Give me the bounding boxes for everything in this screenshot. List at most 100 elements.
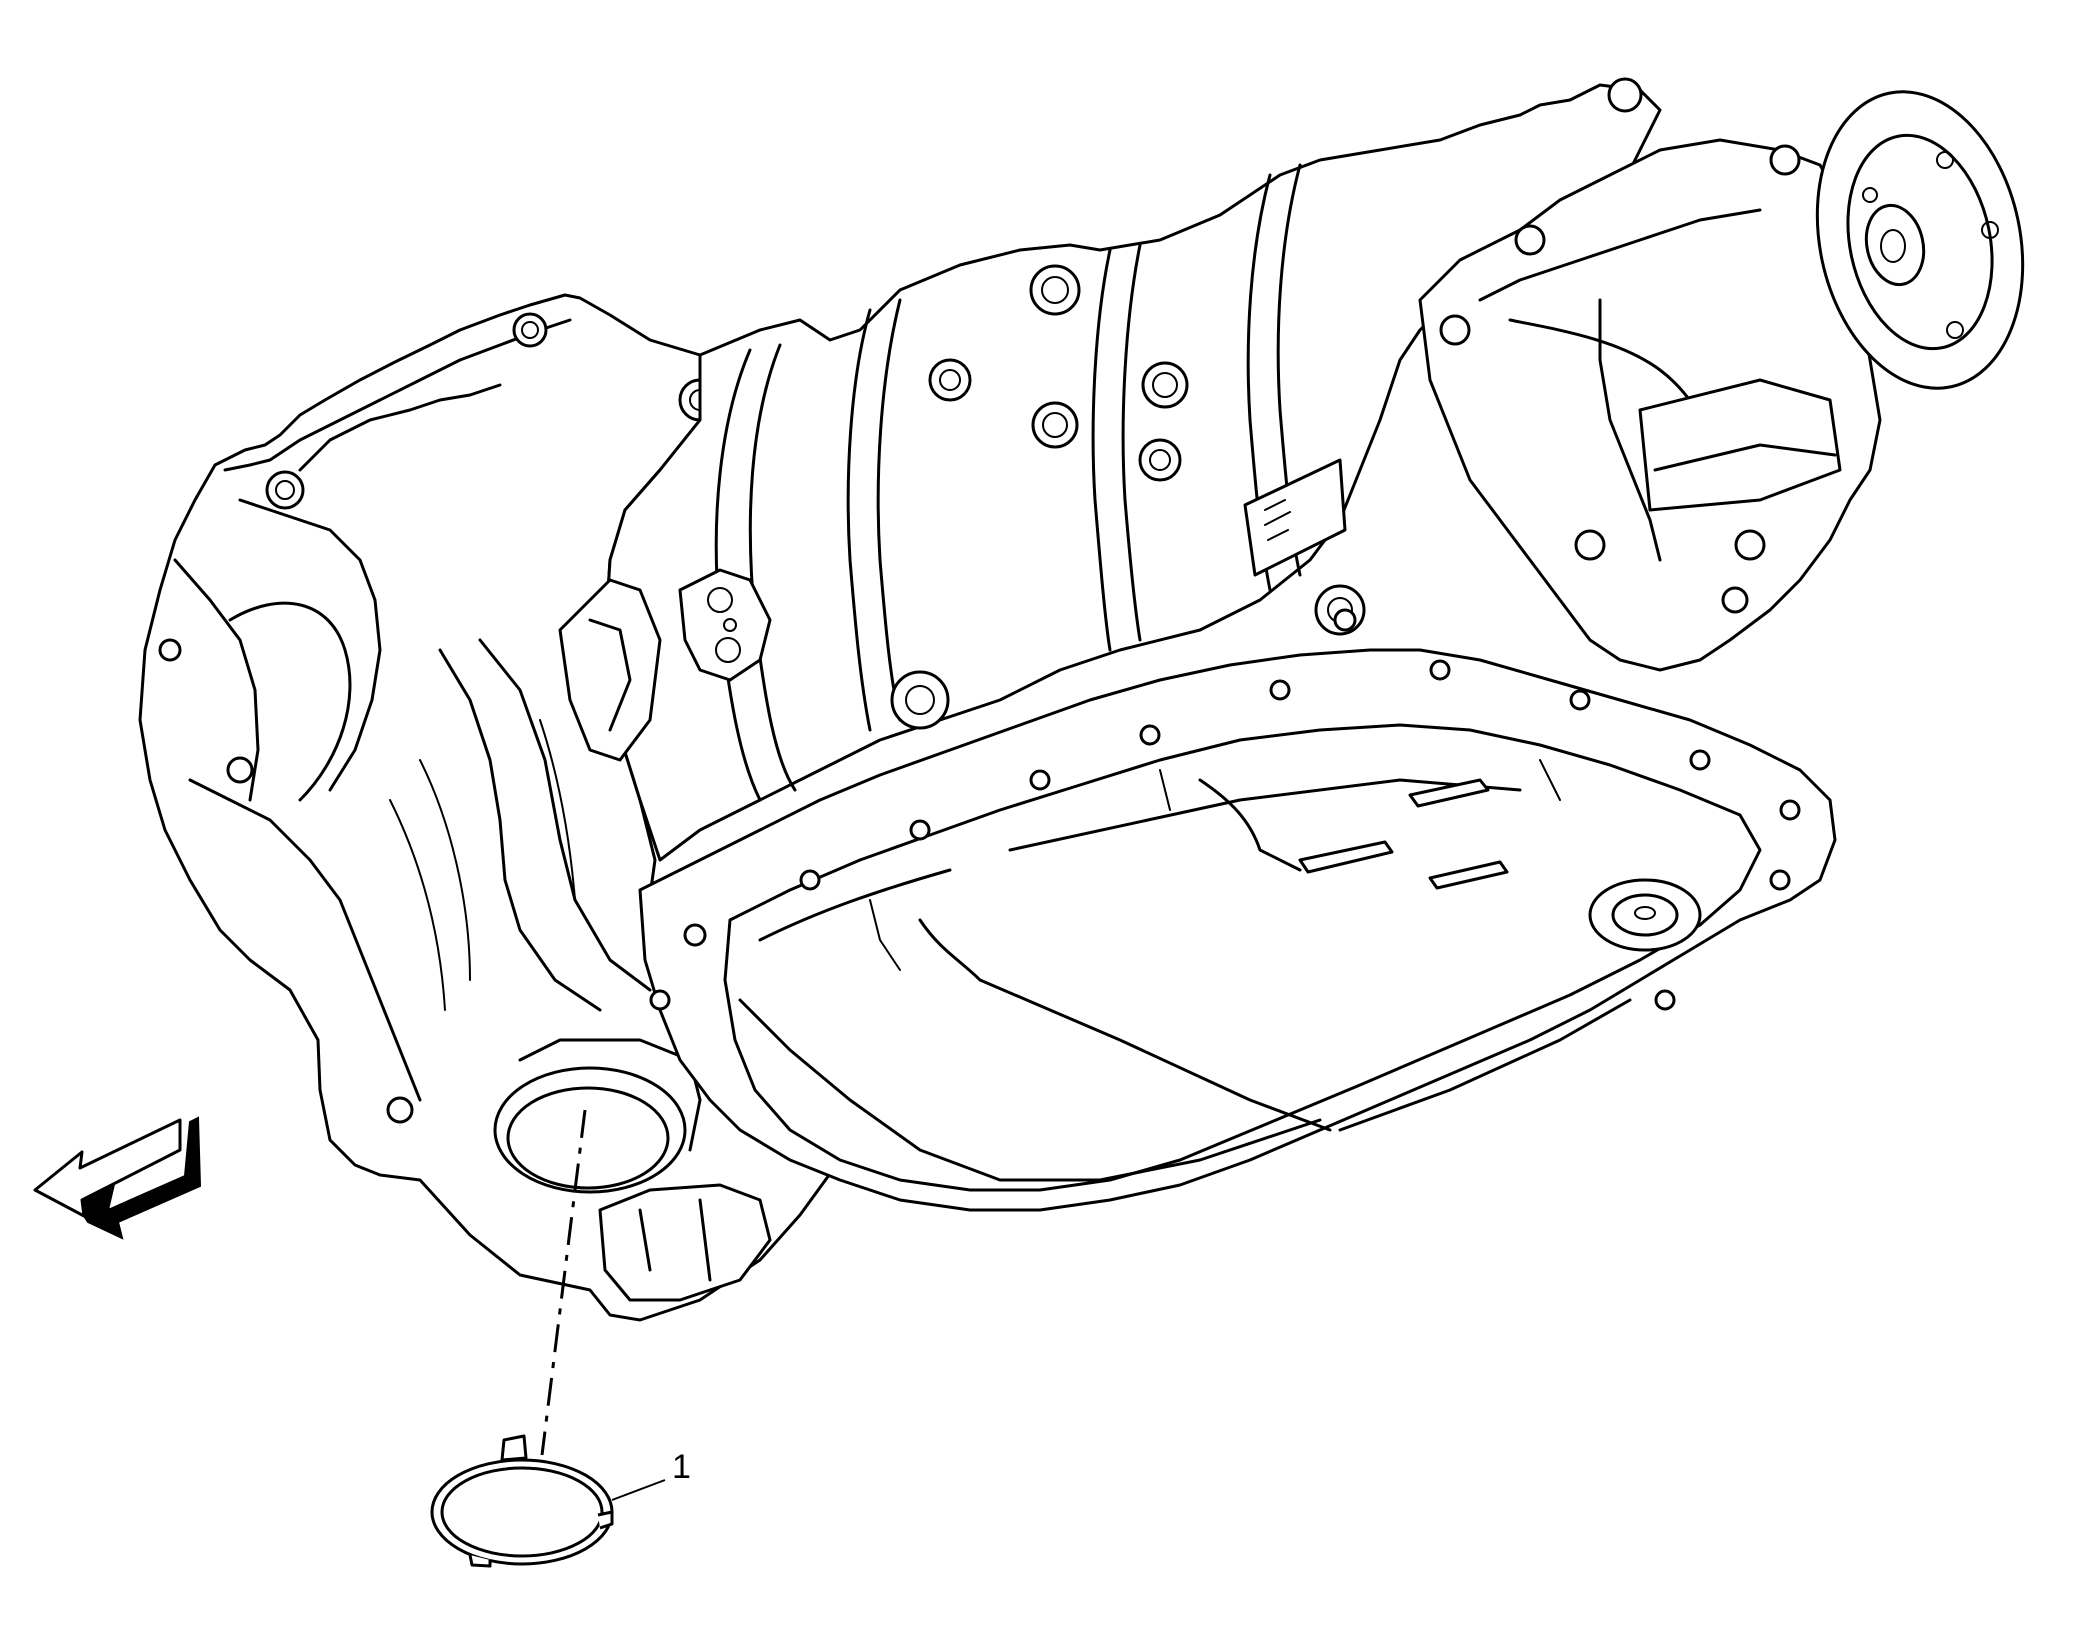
opening-boss — [518, 1038, 702, 1152]
pan-bolt — [909, 819, 931, 841]
port-boss — [939, 369, 961, 391]
cover-plate-part — [430, 1434, 614, 1568]
cover-plate — [430, 1458, 614, 1566]
pan-bolt — [1689, 749, 1711, 771]
port-boss — [928, 358, 972, 402]
cover-plate-inner — [440, 1466, 604, 1558]
lower-bracket — [598, 1183, 772, 1302]
id-label-detail — [1264, 499, 1291, 541]
case-band-5 — [1091, 248, 1112, 652]
callout-leader-line — [611, 1479, 666, 1501]
fitting — [890, 670, 950, 730]
flange-bolt-hole — [1936, 151, 1954, 169]
pan-slot — [1298, 840, 1394, 874]
pan-bolt — [683, 923, 707, 947]
bell-housing-rib-2 — [173, 558, 260, 802]
tail-housing-rib-3 — [1598, 298, 1662, 562]
bolt-head — [1514, 224, 1546, 256]
bell-housing-arc-3 — [539, 719, 576, 901]
cover-plate-tab — [500, 1434, 528, 1462]
drain-plug-inner — [1611, 893, 1679, 937]
cover-plate-notch — [597, 1510, 614, 1530]
tail-mount-detail — [1653, 443, 1837, 472]
drain-plug-center — [1634, 906, 1656, 920]
output-flange-inner — [1846, 133, 1994, 351]
bell-housing-arc-2 — [389, 799, 446, 1011]
case-bracket — [558, 578, 662, 762]
fitting — [1333, 608, 1357, 632]
alignment-leader-dashed — [540, 1109, 587, 1456]
bell-housing-rib-5 — [298, 383, 502, 472]
port-boss — [1042, 412, 1068, 438]
drain-plug — [1588, 878, 1702, 952]
pan-bolt — [1654, 989, 1676, 1011]
bell-housing-rib-1 — [238, 498, 382, 792]
oil-pan-side — [869, 759, 1561, 971]
oil-pan-step-3 — [918, 918, 1332, 1132]
connector-port — [723, 618, 737, 632]
front-direction-arrow-icon — [33, 1116, 202, 1240]
transmission-assembly — [138, 77, 2025, 1322]
lower-bracket-detail — [638, 1198, 712, 1282]
port-boss — [1029, 264, 1081, 316]
port-boss — [1031, 401, 1079, 449]
bell-housing-rib-4 — [228, 601, 352, 802]
output-flange-hub-center — [1880, 229, 1906, 263]
flange-bolt-hole — [1946, 321, 1964, 339]
case-band-6 — [1121, 243, 1142, 642]
bolt-boss — [386, 1096, 414, 1124]
bell-housing-inner-rim — [223, 318, 572, 472]
output-flange-hub — [1864, 203, 1926, 287]
flange-bolt-hole — [1862, 187, 1878, 203]
port-boss — [1149, 449, 1171, 471]
cover-plate-notch — [468, 1554, 492, 1568]
bell-housing-rib-7 — [478, 638, 652, 992]
pan-slot — [1408, 778, 1490, 808]
pan-bolt — [1769, 869, 1791, 891]
oil-pan-lower-face — [738, 998, 1322, 1182]
bolt-head — [1734, 529, 1766, 561]
bolt-boss — [158, 638, 182, 662]
case-bracket-detail — [588, 618, 632, 732]
bolt-head — [1439, 314, 1471, 346]
port-boss — [1041, 276, 1069, 304]
pan-bolt — [1029, 769, 1051, 791]
pan-bolt — [649, 989, 671, 1011]
callout-number: 1 — [672, 1448, 691, 1486]
id-label-plate — [1243, 458, 1347, 577]
port-boss — [1138, 438, 1182, 482]
fitting — [905, 685, 935, 715]
arrow-shadow — [73, 1116, 202, 1240]
bolt-head — [1769, 144, 1801, 176]
oil-pan-step-2 — [1198, 778, 1302, 872]
pan-bolt — [1779, 799, 1801, 821]
oil-pan-step-4 — [1338, 998, 1632, 1132]
case-band-4 — [876, 298, 902, 722]
tail-housing-rib-1 — [1478, 208, 1762, 302]
bolt-head — [1607, 77, 1643, 113]
connector-port — [715, 637, 741, 663]
flange-bolt-hole — [1981, 221, 1999, 239]
bolt-head — [1721, 586, 1749, 614]
bolt-head — [1574, 529, 1606, 561]
tail-mount-block — [1638, 378, 1842, 512]
arrow-body — [33, 1118, 182, 1218]
bell-housing-rib-6 — [438, 648, 602, 1012]
case-band-3 — [846, 308, 872, 732]
inspection-opening-inner — [506, 1086, 670, 1190]
pan-bolt — [1429, 659, 1451, 681]
bell-housing-rib-3 — [188, 778, 422, 1102]
bell-housing-arc-1 — [419, 759, 471, 981]
connector-port — [707, 587, 733, 613]
bolt-boss — [521, 321, 539, 339]
pan-bolt — [799, 869, 821, 891]
bolt-boss — [265, 470, 305, 510]
pan-bolt — [1269, 679, 1291, 701]
bolt-boss — [512, 312, 548, 348]
pan-bolt — [1569, 689, 1591, 711]
bolt-boss — [275, 480, 295, 500]
bolt-boss — [226, 756, 254, 784]
port-boss — [1141, 361, 1189, 409]
